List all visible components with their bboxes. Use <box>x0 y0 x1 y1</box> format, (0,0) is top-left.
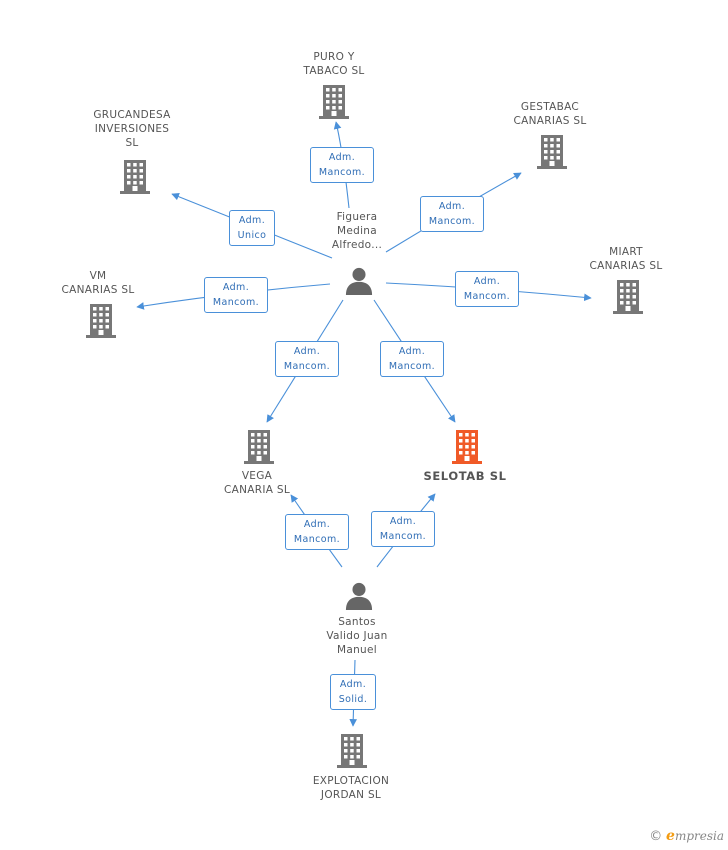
role-badge-r1[interactable]: Adm. Mancom. <box>310 147 374 183</box>
company-grucandesa-building-icon[interactable] <box>120 160 150 194</box>
person-figuera-icon[interactable] <box>345 267 373 295</box>
company-puro-building-icon[interactable] <box>319 85 349 119</box>
company-selotab-label[interactable]: SELOTAB SL <box>423 469 507 483</box>
role-badge-r5[interactable]: Adm. Mancom. <box>204 277 268 313</box>
company-miart-building-icon[interactable] <box>613 280 643 314</box>
company-vega-label[interactable]: VEGA CANARIA SL <box>224 470 290 496</box>
company-grucandesa-label[interactable]: GRUCANDESA INVERSIONES SL <box>93 109 171 149</box>
person-figuera-label[interactable]: Figuera Medina Alfredo... <box>331 210 383 252</box>
role-badge-r3[interactable]: Adm. Mancom. <box>420 196 484 232</box>
role-badge-r2[interactable]: Adm. Unico <box>229 210 275 246</box>
company-vega-building-icon[interactable] <box>244 430 274 464</box>
brand-first-letter: e <box>666 828 675 844</box>
company-puro-label[interactable]: PURO Y TABACO SL <box>303 51 365 77</box>
role-badge-r7[interactable]: Adm. Mancom. <box>380 341 444 377</box>
person-santos-icon[interactable] <box>345 582 373 610</box>
company-vm-label[interactable]: VM CANARIAS SL <box>61 270 135 296</box>
nodes <box>86 85 643 768</box>
company-gestabac-building-icon[interactable] <box>537 135 567 169</box>
brand-name: mpresia <box>674 829 724 843</box>
company-explotacion-building-icon[interactable] <box>337 734 367 768</box>
company-vm-building-icon[interactable] <box>86 304 116 338</box>
role-badge-r10[interactable]: Adm. Solid. <box>330 674 376 710</box>
copyright-symbol: © <box>649 829 663 844</box>
role-badge-r4[interactable]: Adm. Mancom. <box>455 271 519 307</box>
role-badge-r8[interactable]: Adm. Mancom. <box>285 514 349 550</box>
role-badge-r9[interactable]: Adm. Mancom. <box>371 511 435 547</box>
company-miart-label[interactable]: MIART CANARIAS SL <box>589 246 663 272</box>
company-explotacion-label[interactable]: EXPLOTACION JORDAN SL <box>312 775 390 801</box>
watermark: © empresia <box>649 828 724 844</box>
company-gestabac-label[interactable]: GESTABAC CANARIAS SL <box>513 101 587 127</box>
person-santos-label[interactable]: Santos Valido Juan Manuel <box>326 615 388 657</box>
role-badge-r6[interactable]: Adm. Mancom. <box>275 341 339 377</box>
company-selotab-building-icon[interactable] <box>452 430 482 464</box>
